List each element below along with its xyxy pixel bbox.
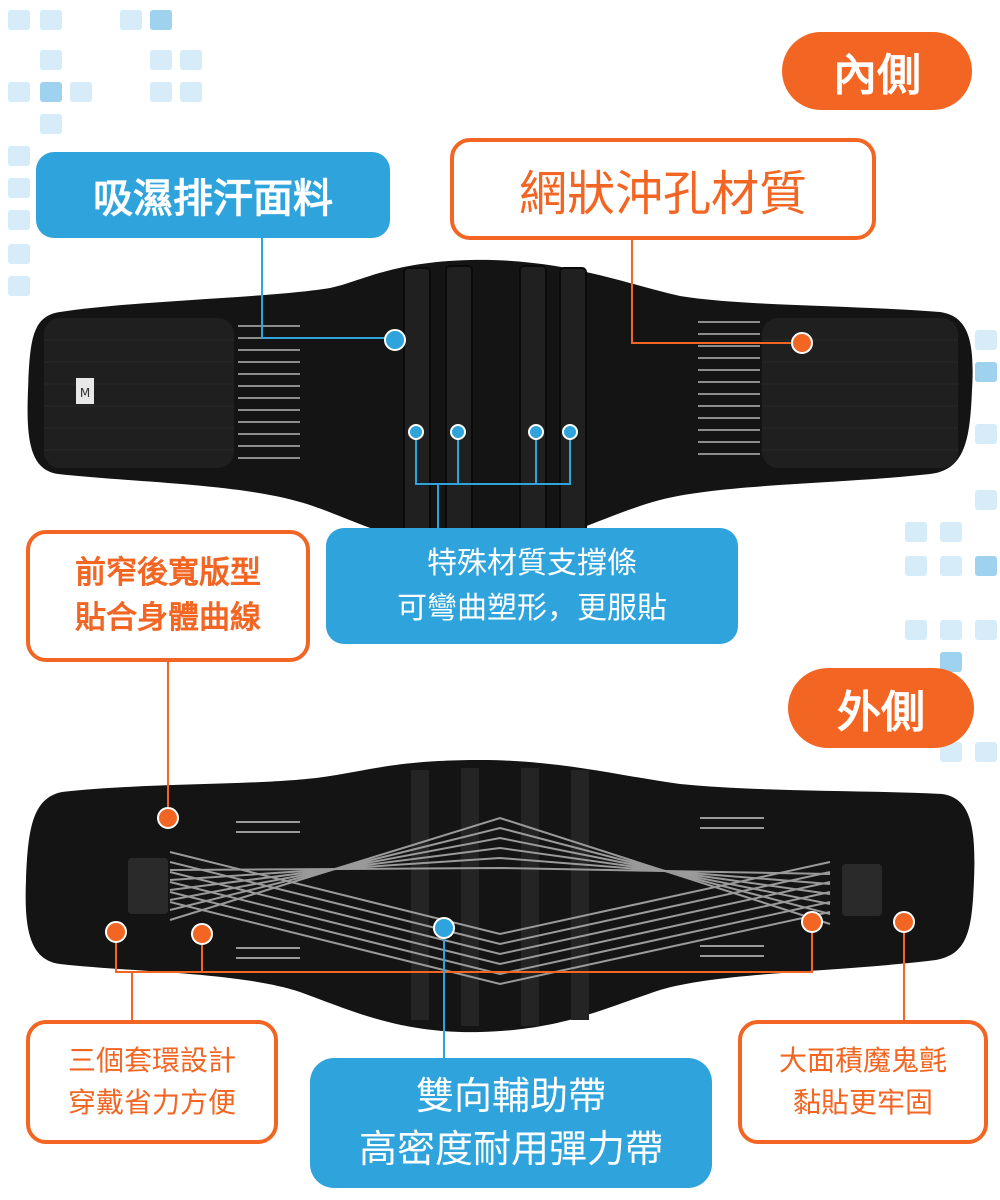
straps-label-line1: 雙向輔助帶 [415, 1073, 606, 1118]
mesh-dot [791, 332, 813, 354]
loop-dot-1 [105, 921, 127, 943]
inside-mesh-left [44, 318, 234, 468]
stays-dot-3 [528, 424, 544, 440]
velcro-dot [893, 911, 915, 933]
velcro-left-patch [128, 858, 168, 914]
outside-gray-bands [236, 817, 764, 959]
loops-leader [115, 922, 813, 1022]
inside-elastic-right [698, 321, 760, 455]
velcro-right-patch [842, 864, 882, 916]
loops-label-line2: 穿戴省力方便 [67, 1086, 236, 1119]
straps-dot [433, 917, 455, 939]
inside-side-label-text: 內側 [833, 50, 921, 101]
outside-back-stays [411, 768, 589, 1026]
loops-label-line1: 三個套環設計 [67, 1044, 236, 1077]
mesh-label-text: 網狀沖孔材質 [518, 166, 807, 222]
fabric-leader [261, 236, 395, 339]
shape-dot [157, 807, 179, 829]
velcro-label-line1: 大面積魔鬼氈 [778, 1044, 947, 1077]
straps-label: 雙向輔助帶 高密度耐用彈力帶 [310, 1058, 712, 1188]
stays-dot-1 [408, 424, 424, 440]
loop-dot-3 [801, 911, 823, 933]
velcro-label-line2: 黏貼更牢固 [792, 1086, 933, 1119]
inside-belt-body [27, 259, 973, 549]
straps-label-line2: 高密度耐用彈力帶 [358, 1127, 663, 1171]
size-tag [76, 378, 94, 404]
stays-label-line1: 特殊材質支撐條 [427, 546, 637, 581]
fabric-label: 吸濕排汗面料 [36, 152, 390, 238]
mesh-label: 網狀沖孔材質 [450, 138, 876, 240]
fabric-dot [384, 329, 406, 351]
stays-dot-2 [450, 424, 466, 440]
fabric-label-text: 吸濕排汗面料 [93, 176, 333, 222]
shape-label-line1: 前窄後寬版型 [75, 555, 261, 592]
inside-support-stays [403, 265, 587, 543]
mesh-leader [631, 238, 800, 344]
size-tag-text: M [80, 386, 90, 400]
stays-leader [415, 432, 571, 530]
inside-mesh-right [762, 318, 958, 468]
outside-side-label: 外側 [788, 668, 974, 748]
loops-label: 三個套環設計 穿戴省力方便 [26, 1020, 278, 1144]
elastic-strap-upper [169, 816, 831, 925]
velcro-label: 大面積魔鬼氈 黏貼更牢固 [738, 1020, 988, 1144]
loop-dot-2 [191, 923, 213, 945]
shape-label: 前窄後寬版型 貼合身體曲線 [26, 530, 310, 662]
shape-label-line2: 貼合身體曲線 [75, 600, 261, 636]
inside-side-label: 內側 [782, 32, 972, 110]
stays-label: 特殊材質支撐條 可彎曲塑形，更服貼 [326, 528, 738, 644]
outside-side-label-text: 外側 [837, 687, 925, 738]
stays-label-line2: 可彎曲塑形，更服貼 [397, 591, 667, 626]
stays-dot-4 [562, 424, 578, 440]
